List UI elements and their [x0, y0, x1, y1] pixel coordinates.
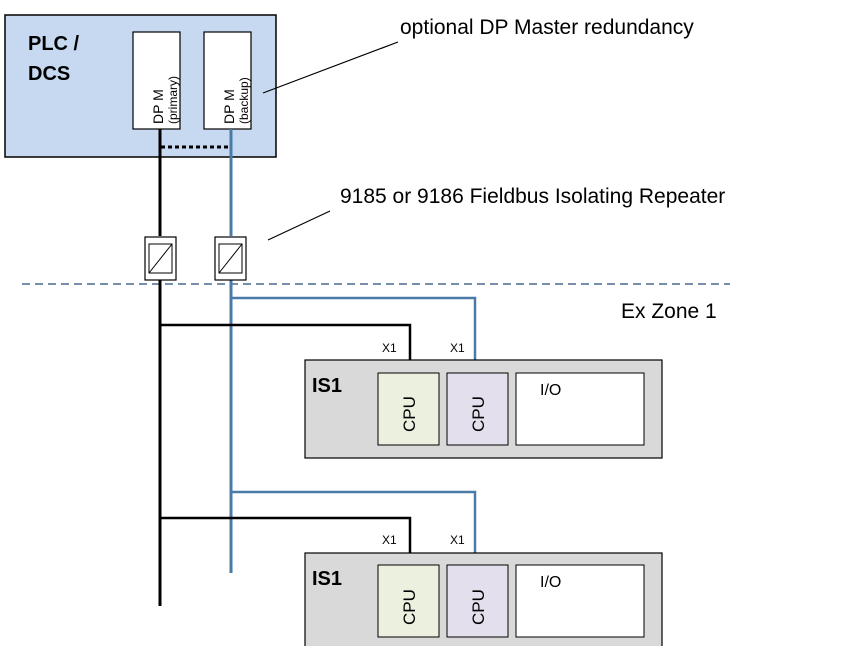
repeater-annotation: 9185 or 9186 Fieldbus Isolating Repeater	[340, 185, 725, 208]
zone-label: Ex Zone 1	[621, 300, 717, 323]
station1-x1-primary: X1	[382, 341, 397, 355]
station2-backup-drop	[231, 490, 477, 565]
station1-cpu-backup-label: CPU	[469, 396, 488, 432]
dp-master-primary-line1: DP M	[150, 89, 166, 124]
plc-label-line1: PLC /	[28, 33, 80, 55]
redundancy-annotation: optional DP Master redundancy	[400, 16, 694, 39]
station2-cpu-primary-label: CPU	[400, 589, 419, 625]
station2-x1-backup: X1	[450, 533, 465, 547]
station2-io-box	[515, 564, 645, 638]
dp-master-backup-box	[203, 31, 252, 130]
dp-master-primary-line2: (primary)	[166, 76, 180, 124]
station1-cpu-primary	[377, 372, 440, 446]
station1-cpu-backup	[446, 372, 509, 446]
dp-master-backup-line1: DP M	[221, 89, 237, 124]
repeater-leader	[267, 210, 331, 241]
dp-master-primary-box	[132, 31, 181, 130]
station2-io-label: I/O	[540, 574, 561, 591]
station1-name: IS1	[312, 375, 342, 397]
station2-name: IS1	[312, 568, 342, 590]
repeater-backup	[214, 236, 247, 281]
station2-cpu-primary	[377, 564, 440, 638]
plc-label-line2: DCS	[28, 63, 70, 85]
station1-io-box	[515, 372, 645, 446]
station1-backup-drop	[231, 296, 477, 373]
station2-primary-drop	[160, 516, 412, 565]
redundancy-leader	[262, 41, 399, 94]
repeater-primary	[144, 236, 177, 281]
station1-cpu-primary-label: CPU	[400, 396, 419, 432]
station2-x1-primary: X1	[382, 533, 397, 547]
station2-cpu-backup-label: CPU	[469, 589, 488, 625]
station1-io-label: I/O	[540, 382, 561, 399]
dp-master-backup-line2: (backup)	[237, 77, 251, 124]
station1-primary-drop	[160, 323, 412, 373]
station1-x1-backup: X1	[450, 341, 465, 355]
station2-cpu-backup	[446, 564, 509, 638]
